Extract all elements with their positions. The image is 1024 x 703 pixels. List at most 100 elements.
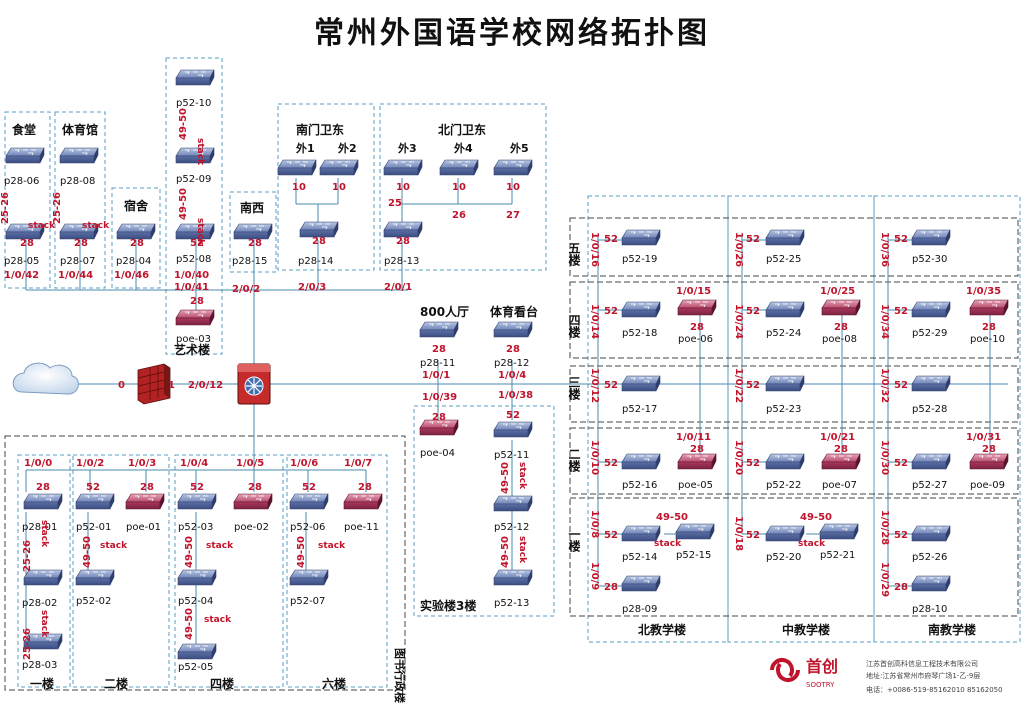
label-n10: 10 [332, 182, 346, 193]
label-g111: 1/0/11 [676, 432, 711, 443]
switch-p28-13 [383, 221, 423, 238]
label-p52-02: p52-02 [76, 596, 111, 607]
label-n10: 10 [452, 182, 466, 193]
label-g109: 1/0/9 [589, 562, 600, 590]
floor-label-5: 五楼 [567, 242, 581, 267]
label-g126: 1/0/26 [733, 232, 744, 267]
label-p28-08: p28-08 [60, 176, 95, 187]
label-n28: 28 [396, 236, 410, 247]
label-p52-06: p52-06 [290, 522, 325, 533]
box-floor-2 [569, 427, 1019, 495]
switch-p52-06 [289, 493, 329, 510]
label-g114: 1/0/14 [589, 304, 600, 339]
label-g112: 1/0/12 [589, 368, 600, 403]
label-g134: 1/0/34 [879, 304, 890, 339]
label-stack: stack [28, 221, 56, 231]
label-g120: 1/0/20 [733, 440, 744, 475]
switch-labels: p28-06 p28-05 p28-08 p28-07 p28-04 p52-1… [4, 98, 1005, 673]
label-g130: 1/0/30 [879, 440, 890, 475]
switch-p52-15 [675, 523, 715, 540]
label-p52-15: p52-15 [676, 550, 711, 561]
switch-p52-29 [911, 301, 951, 318]
label-stack: stack [798, 539, 826, 549]
box-nanjiao [873, 195, 1021, 643]
label-p28-07: p28-07 [60, 256, 95, 267]
label-n52: 52 [746, 380, 760, 391]
label-n52: 52 [506, 410, 520, 421]
switch-p52-10 [175, 69, 215, 86]
switch-p52-22 [765, 453, 805, 470]
label-hall800: 800人厅 [420, 304, 469, 319]
box-zhongjiao [727, 195, 875, 643]
label-floor2: 二楼 [104, 676, 128, 691]
label-p28-06: p28-06 [4, 176, 39, 187]
switch-p52-17 [621, 375, 661, 392]
box-nanxi [229, 191, 277, 273]
company-phone: 电话：+0086-519-85162010 85162050 [866, 685, 1003, 694]
label-wai1: 外1 [295, 141, 315, 155]
label-p28-14: p28-14 [298, 256, 333, 267]
label-n2526: 25-26 [22, 628, 33, 660]
label-n25: 25 [388, 198, 402, 209]
label-stack: stack [204, 615, 232, 625]
floor-label-2: 二楼 [567, 448, 581, 473]
switch-p28-06 [5, 147, 45, 164]
label-p52-04: p52-04 [178, 596, 213, 607]
group-labels: 食堂 体育馆 宿舍 艺术楼 南西 南门卫东 北门卫东 800人厅 体育看台 实验… [11, 122, 976, 691]
label-n28: 28 [690, 322, 704, 333]
label-n10: 10 [506, 182, 520, 193]
switch-p52-12 [493, 495, 533, 512]
label-n4950: 49-50 [500, 462, 511, 494]
switch-poe-10 [969, 299, 1009, 316]
switch-p52-25 [765, 229, 805, 246]
label-wai3: 外3 [397, 141, 417, 155]
label-poe-05: poe-05 [678, 480, 713, 491]
label-g044: 1/0/44 [58, 270, 93, 281]
switch-p28-01 [23, 493, 63, 510]
label-p28-09: p28-09 [622, 604, 657, 615]
label-g139: 1/0/39 [422, 392, 457, 403]
label-stack: stack [318, 541, 346, 551]
label-yishulou: 艺术楼 [174, 342, 210, 357]
label-n52: 52 [746, 306, 760, 317]
switch-p28-14 [299, 221, 339, 238]
label-p28-03: p28-03 [22, 660, 57, 671]
label-stack: stack [100, 541, 128, 551]
group-boxes [4, 57, 1021, 643]
label-n52: 52 [190, 238, 204, 249]
label-n28: 28 [432, 412, 446, 423]
label-n28: 28 [834, 444, 848, 455]
label-n0: 0 [118, 380, 125, 391]
label-p52-24: p52-24 [766, 328, 801, 339]
label-n28: 28 [20, 238, 34, 249]
label-g202: 2/0/2 [232, 284, 260, 295]
label-kantai: 体育看台 [490, 304, 538, 319]
label-g201: 2/0/1 [384, 282, 412, 293]
box-floor-5 [569, 217, 1019, 277]
brand-name: 首创 [806, 657, 838, 676]
label-p52-17: p52-17 [622, 404, 657, 415]
label-g135: 1/0/35 [966, 286, 1001, 297]
company-logo: 首创 SOOTRY [770, 657, 838, 689]
switch-p52-09 [175, 147, 215, 164]
label-n28: 28 [248, 482, 262, 493]
label-n52: 52 [894, 234, 908, 245]
switch-wai2 [319, 159, 359, 176]
switch-p52-04 [177, 569, 217, 586]
box-tushuguan [4, 435, 406, 691]
label-p52-27: p52-27 [912, 480, 947, 491]
label-p52-09: p52-09 [176, 174, 211, 185]
label-g131: 1/0/31 [966, 432, 1001, 443]
label-p52-22: p52-22 [766, 480, 801, 491]
label-n52: 52 [746, 234, 760, 245]
label-p28-12: p28-12 [494, 358, 529, 369]
switch-p52-21 [819, 523, 859, 540]
box-beijiao [587, 195, 729, 643]
label-p52-30: p52-30 [912, 254, 947, 265]
switch-p52-26 [911, 525, 951, 542]
label-beimen: 北门卫东 [438, 122, 486, 137]
label-n28: 28 [432, 344, 446, 355]
label-n4950: 49-50 [500, 536, 511, 568]
label-n28: 28 [130, 238, 144, 249]
